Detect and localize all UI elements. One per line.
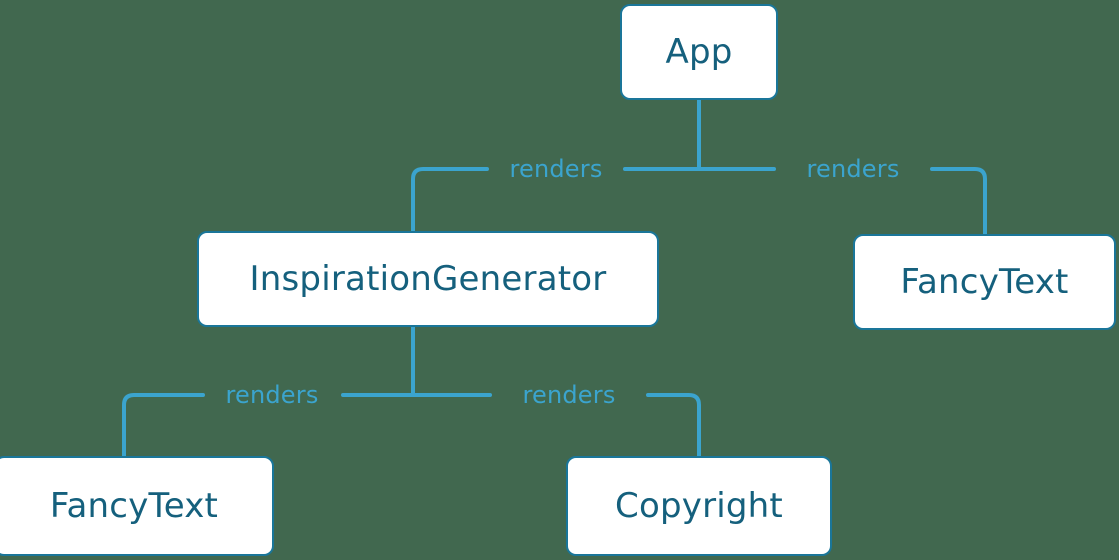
- node-fancytext-left[interactable]: FancyText: [0, 456, 274, 556]
- edge-inspirationgenerator-to-copyright-2: [646, 393, 701, 458]
- node-copyright[interactable]: Copyright: [566, 456, 832, 556]
- node-copyright-label: Copyright: [615, 486, 783, 526]
- node-app-label: App: [665, 32, 733, 72]
- edge-label-inspirationgenerator-to-copyright: renders: [522, 381, 616, 409]
- node-fancytext-left-label: FancyText: [49, 486, 219, 526]
- edge-label-app-to-inspirationgenerator: renders: [509, 155, 603, 183]
- node-app[interactable]: App: [620, 4, 778, 100]
- edge-app-to-fancytext-right-2: [930, 167, 987, 236]
- edge-label-inspirationgenerator-to-fancytext-left: renders: [225, 381, 319, 409]
- node-inspirationgenerator[interactable]: InspirationGenerator: [197, 231, 659, 327]
- node-fancytext-right[interactable]: FancyText: [853, 234, 1116, 330]
- node-inspirationgenerator-label: InspirationGenerator: [249, 259, 607, 299]
- edge-label-app-to-fancytext-right: renders: [806, 155, 900, 183]
- edge-app-to-inspirationgenerator-2: [411, 167, 489, 233]
- node-fancytext-right-label: FancyText: [900, 262, 1069, 302]
- edge-inspirationgenerator-to-fancytext-left-2: [122, 393, 205, 458]
